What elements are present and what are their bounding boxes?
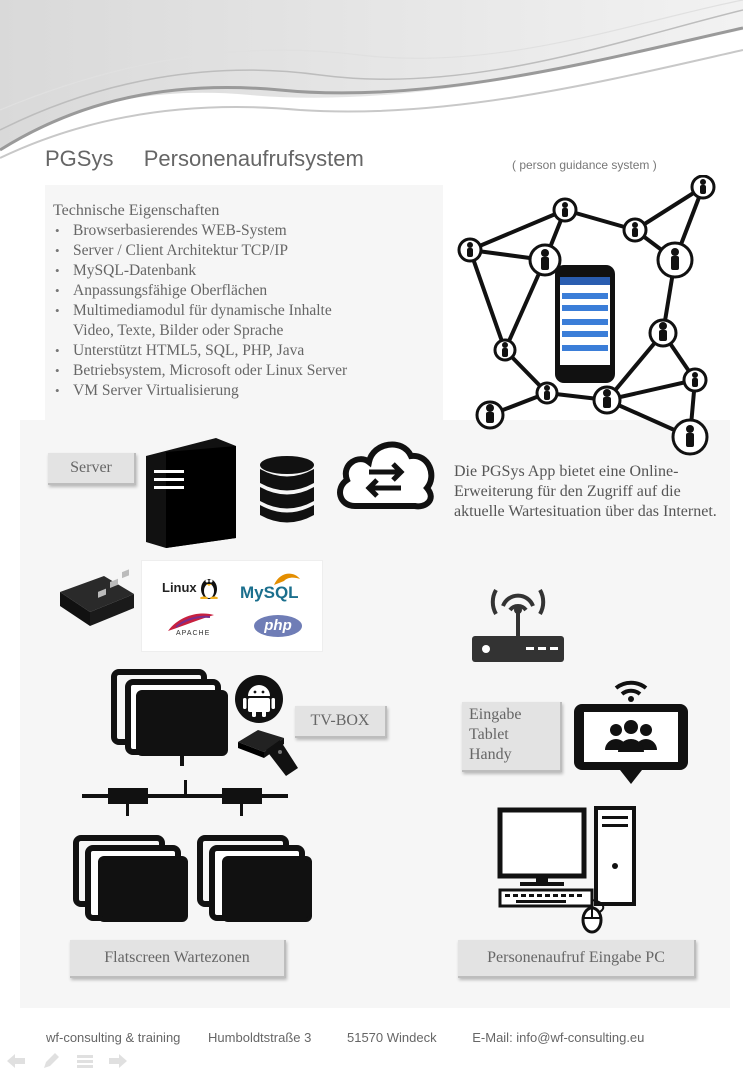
feature-item: VM Server Virtualisierung (55, 381, 443, 401)
features-list: Browserbasierendes WEB-System Server / C… (53, 221, 443, 401)
feature-item: Betriebsystem, Microsoft oder Linux Serv… (55, 361, 443, 381)
input-device-label: Eingabe Tablet Handy (462, 702, 562, 772)
server-tower-icon (146, 438, 236, 548)
system-title: Personenaufrufsystem (143, 146, 364, 171)
mysql-logo: MySQL (240, 583, 299, 602)
flatscreen-waitzone-label: Flatscreen Wartezonen (70, 940, 286, 978)
header-wave-decoration (0, 0, 743, 160)
dolphin-icon (274, 573, 300, 585)
input-label-line: Tablet (469, 726, 509, 743)
desktop-pc-icon (496, 806, 644, 936)
input-label-line: Handy (469, 746, 512, 763)
mini-server-box-icon (58, 568, 136, 628)
forward-arrow-icon[interactable] (108, 1052, 128, 1070)
apache-logo: APACHE (176, 630, 211, 637)
app-description: Die PGSys App bietet eine Online-Erweite… (454, 463, 717, 520)
feature-item: Multimediamodul für dynamische Inhalte (55, 301, 443, 321)
footer-email: E-Mail: info@wf-consulting.eu (472, 1030, 645, 1045)
wifi-router-icon (470, 584, 566, 664)
network-diagram (457, 175, 716, 456)
brand-name: PGSys (45, 146, 114, 171)
feature-item-continuation: Video, Texte, Bilder oder Sprache (73, 322, 284, 339)
page-title: PGSys Personenaufrufsystem (45, 146, 364, 172)
feature-item: MySQL-Datenbank (55, 261, 443, 281)
tv-box-label: TV-BOX (295, 706, 387, 738)
viewer-toolbar (6, 1052, 136, 1072)
footer-street: Humboldtstraße 3 (208, 1030, 312, 1045)
server-label: Server (48, 453, 136, 485)
feature-item: Server / Client Architektur TCP/IP (55, 241, 443, 261)
feature-item: Anpassungsfähige Oberflächen (55, 281, 443, 301)
network-bus-icon (82, 780, 288, 816)
flatscreen-stack-icon (110, 668, 232, 768)
apache-feather-icon (168, 613, 214, 631)
page-subtitle: ( person guidance system ) (512, 158, 657, 172)
pencil-icon[interactable] (42, 1052, 60, 1070)
php-logo: php (254, 615, 302, 637)
penguin-icon (200, 575, 219, 602)
menu-icon[interactable] (76, 1052, 94, 1070)
tablet-group-icon (572, 674, 690, 786)
flatscreen-stack-icon-left (72, 834, 192, 930)
input-label-line: Eingabe (469, 706, 522, 723)
feature-item: Browserbasierendes WEB-System (55, 221, 443, 241)
flatscreen-stack-icon-right (196, 834, 316, 930)
footer-company: wf-consulting & training (46, 1030, 181, 1045)
footer-city: 51570 Windeck (346, 1030, 437, 1045)
back-arrow-icon[interactable] (6, 1052, 26, 1070)
tv-box-icon (236, 728, 300, 778)
features-heading: Technische Eigenschaften (53, 202, 220, 219)
linux-logo: Linux (162, 575, 219, 602)
database-icon (258, 456, 316, 526)
features-block: Technische Eigenschaften Browserbasieren… (53, 201, 443, 401)
android-icon (234, 674, 284, 724)
feature-item: Unterstützt HTML5, SQL, PHP, Java (55, 341, 443, 361)
cloud-sync-icon (333, 432, 437, 512)
software-logos-panel: Linux MySQL APACHE php (141, 560, 323, 652)
input-pc-label: Personenaufruf Eingabe PC (458, 940, 696, 978)
footer: wf-consulting & training Humboldtstraße … (46, 1030, 668, 1045)
